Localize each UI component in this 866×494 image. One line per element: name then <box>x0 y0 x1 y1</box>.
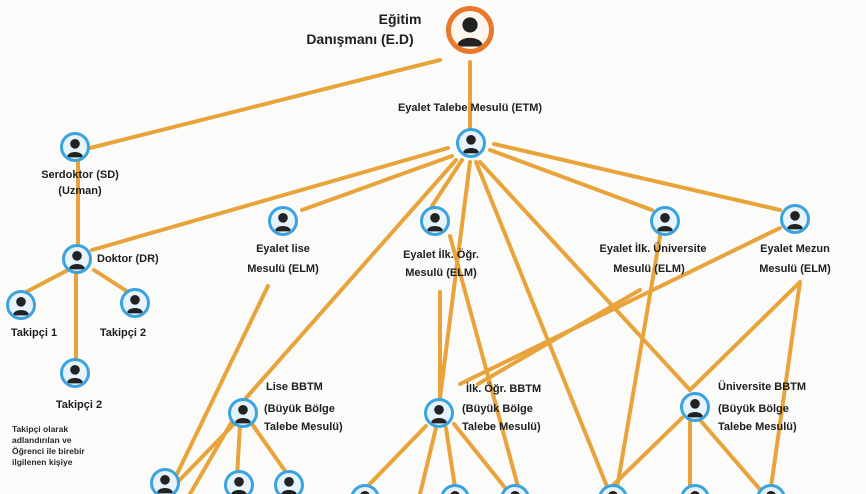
bbtm-uni-line2: (Büyük Bölge <box>718 403 789 415</box>
person-silhouette-icon <box>60 358 90 388</box>
elm-ilk-line1: Eyalet İlk. Öğr. <box>403 249 479 261</box>
link-lisebbtm-c <box>250 422 292 480</box>
link-unibbtm-a <box>602 416 684 494</box>
bbtm-ilk-line1: İlk. Öğr. BBTM <box>466 383 542 395</box>
takipci2b-label: Takipçi 2 <box>55 399 103 411</box>
link-elmmezun-a <box>688 280 802 392</box>
elm-lise-line1: Eyalet lise <box>256 243 310 255</box>
bbtm-ilk-line3: Talebe Mesulü) <box>462 421 541 433</box>
link-elmuni-b <box>614 234 662 494</box>
bbtm-lise-line2: (Büyük Bölge <box>264 403 335 415</box>
person-silhouette-icon <box>150 468 180 494</box>
bbtm-ilk-line2: (Büyük Bölge <box>462 403 533 415</box>
takipci1-label: Takipçi 1 <box>10 327 58 339</box>
link-elmilk-side <box>448 234 522 494</box>
bbtm-uni-line1: Üniversite BBTM <box>718 381 807 393</box>
link-ilkbbtm-c <box>444 426 458 494</box>
sd-label-line2: (Uzman) <box>58 185 102 197</box>
link-dr-t1 <box>24 268 70 294</box>
person-silhouette-icon <box>424 398 454 428</box>
link-etm-ilkbbtm <box>438 160 472 400</box>
person-silhouette-icon <box>420 206 450 236</box>
link-elmmezun-c <box>458 226 782 386</box>
link-elmmezun-b <box>768 280 802 494</box>
elm-uni-line1: Eyalet İlk. Üniversite <box>599 243 707 255</box>
bbtm-uni-line3: Talebe Mesulü) <box>718 421 797 433</box>
link-lisebbtm-d <box>188 416 236 494</box>
note-line3: Öğrenci ile birebir <box>12 446 85 456</box>
note-line4: ilgilenen kişiye <box>12 457 73 467</box>
root-title-line1: Eğitim <box>378 11 422 27</box>
link-etm-elmilk <box>430 158 464 208</box>
link-ilkbbtm-a <box>358 424 428 494</box>
note-line2: adlandırılan ve <box>12 435 72 445</box>
link-etm-elmuni <box>488 148 654 212</box>
link-etm-elmlise <box>300 154 454 212</box>
elm-mezun-line2: Mesulü (ELM) <box>759 263 831 275</box>
person-silhouette-icon <box>268 206 298 236</box>
elm-lise-line2: Mesulü (ELM) <box>247 263 319 275</box>
bbtm-lise-line3: Talebe Mesulü) <box>264 421 343 433</box>
link-etm-unibbtm <box>478 160 692 392</box>
elm-mezun-line1: Eyalet Mezun <box>760 243 830 255</box>
link-unibbtm-c <box>698 418 766 494</box>
person-silhouette-icon <box>274 470 304 494</box>
link-dr-t2a <box>92 268 130 294</box>
link-root-sd <box>88 58 442 150</box>
link-etm-elmmezun <box>492 142 782 212</box>
person-silhouette-icon <box>120 288 150 318</box>
dr-label: Doktor (DR) <box>97 253 159 265</box>
person-silhouette-icon <box>6 290 36 320</box>
link-ilkbbtm-d <box>452 422 512 494</box>
link-elmlise-down <box>174 284 270 478</box>
person-silhouette-icon <box>680 392 710 422</box>
takipci2a-label: Takipçi 2 <box>99 327 147 339</box>
bbtm-lise-line1: Lise BBTM <box>266 381 323 393</box>
etm-label: Eyalet Talebe Mesulü (ETM) <box>397 102 543 114</box>
note-text: Takipçi olarak adlandırılan ve Öğrenci i… <box>12 424 122 468</box>
person-silhouette-icon <box>456 128 486 158</box>
root-title-line2: Danışmanı (E.D) <box>306 31 414 47</box>
elm-uni-line2: Mesulü (ELM) <box>613 263 685 275</box>
elm-ilk-line2: Mesulü (ELM) <box>405 267 477 279</box>
person-silhouette-icon <box>446 6 494 54</box>
sd-label-line1: Serdoktor (SD) <box>41 169 119 181</box>
person-silhouette-icon <box>60 132 90 162</box>
person-silhouette-icon <box>780 204 810 234</box>
person-silhouette-icon <box>650 206 680 236</box>
link-etm-lisebbtm <box>244 158 458 400</box>
person-silhouette-icon <box>62 244 92 274</box>
person-silhouette-icon <box>224 470 254 494</box>
link-etm-down-c <box>474 160 612 494</box>
link-etm-dr <box>90 146 450 252</box>
link-ilkbbtm-b <box>418 426 438 494</box>
person-silhouette-icon <box>228 398 258 428</box>
note-line1: Takipçi olarak <box>12 424 69 434</box>
